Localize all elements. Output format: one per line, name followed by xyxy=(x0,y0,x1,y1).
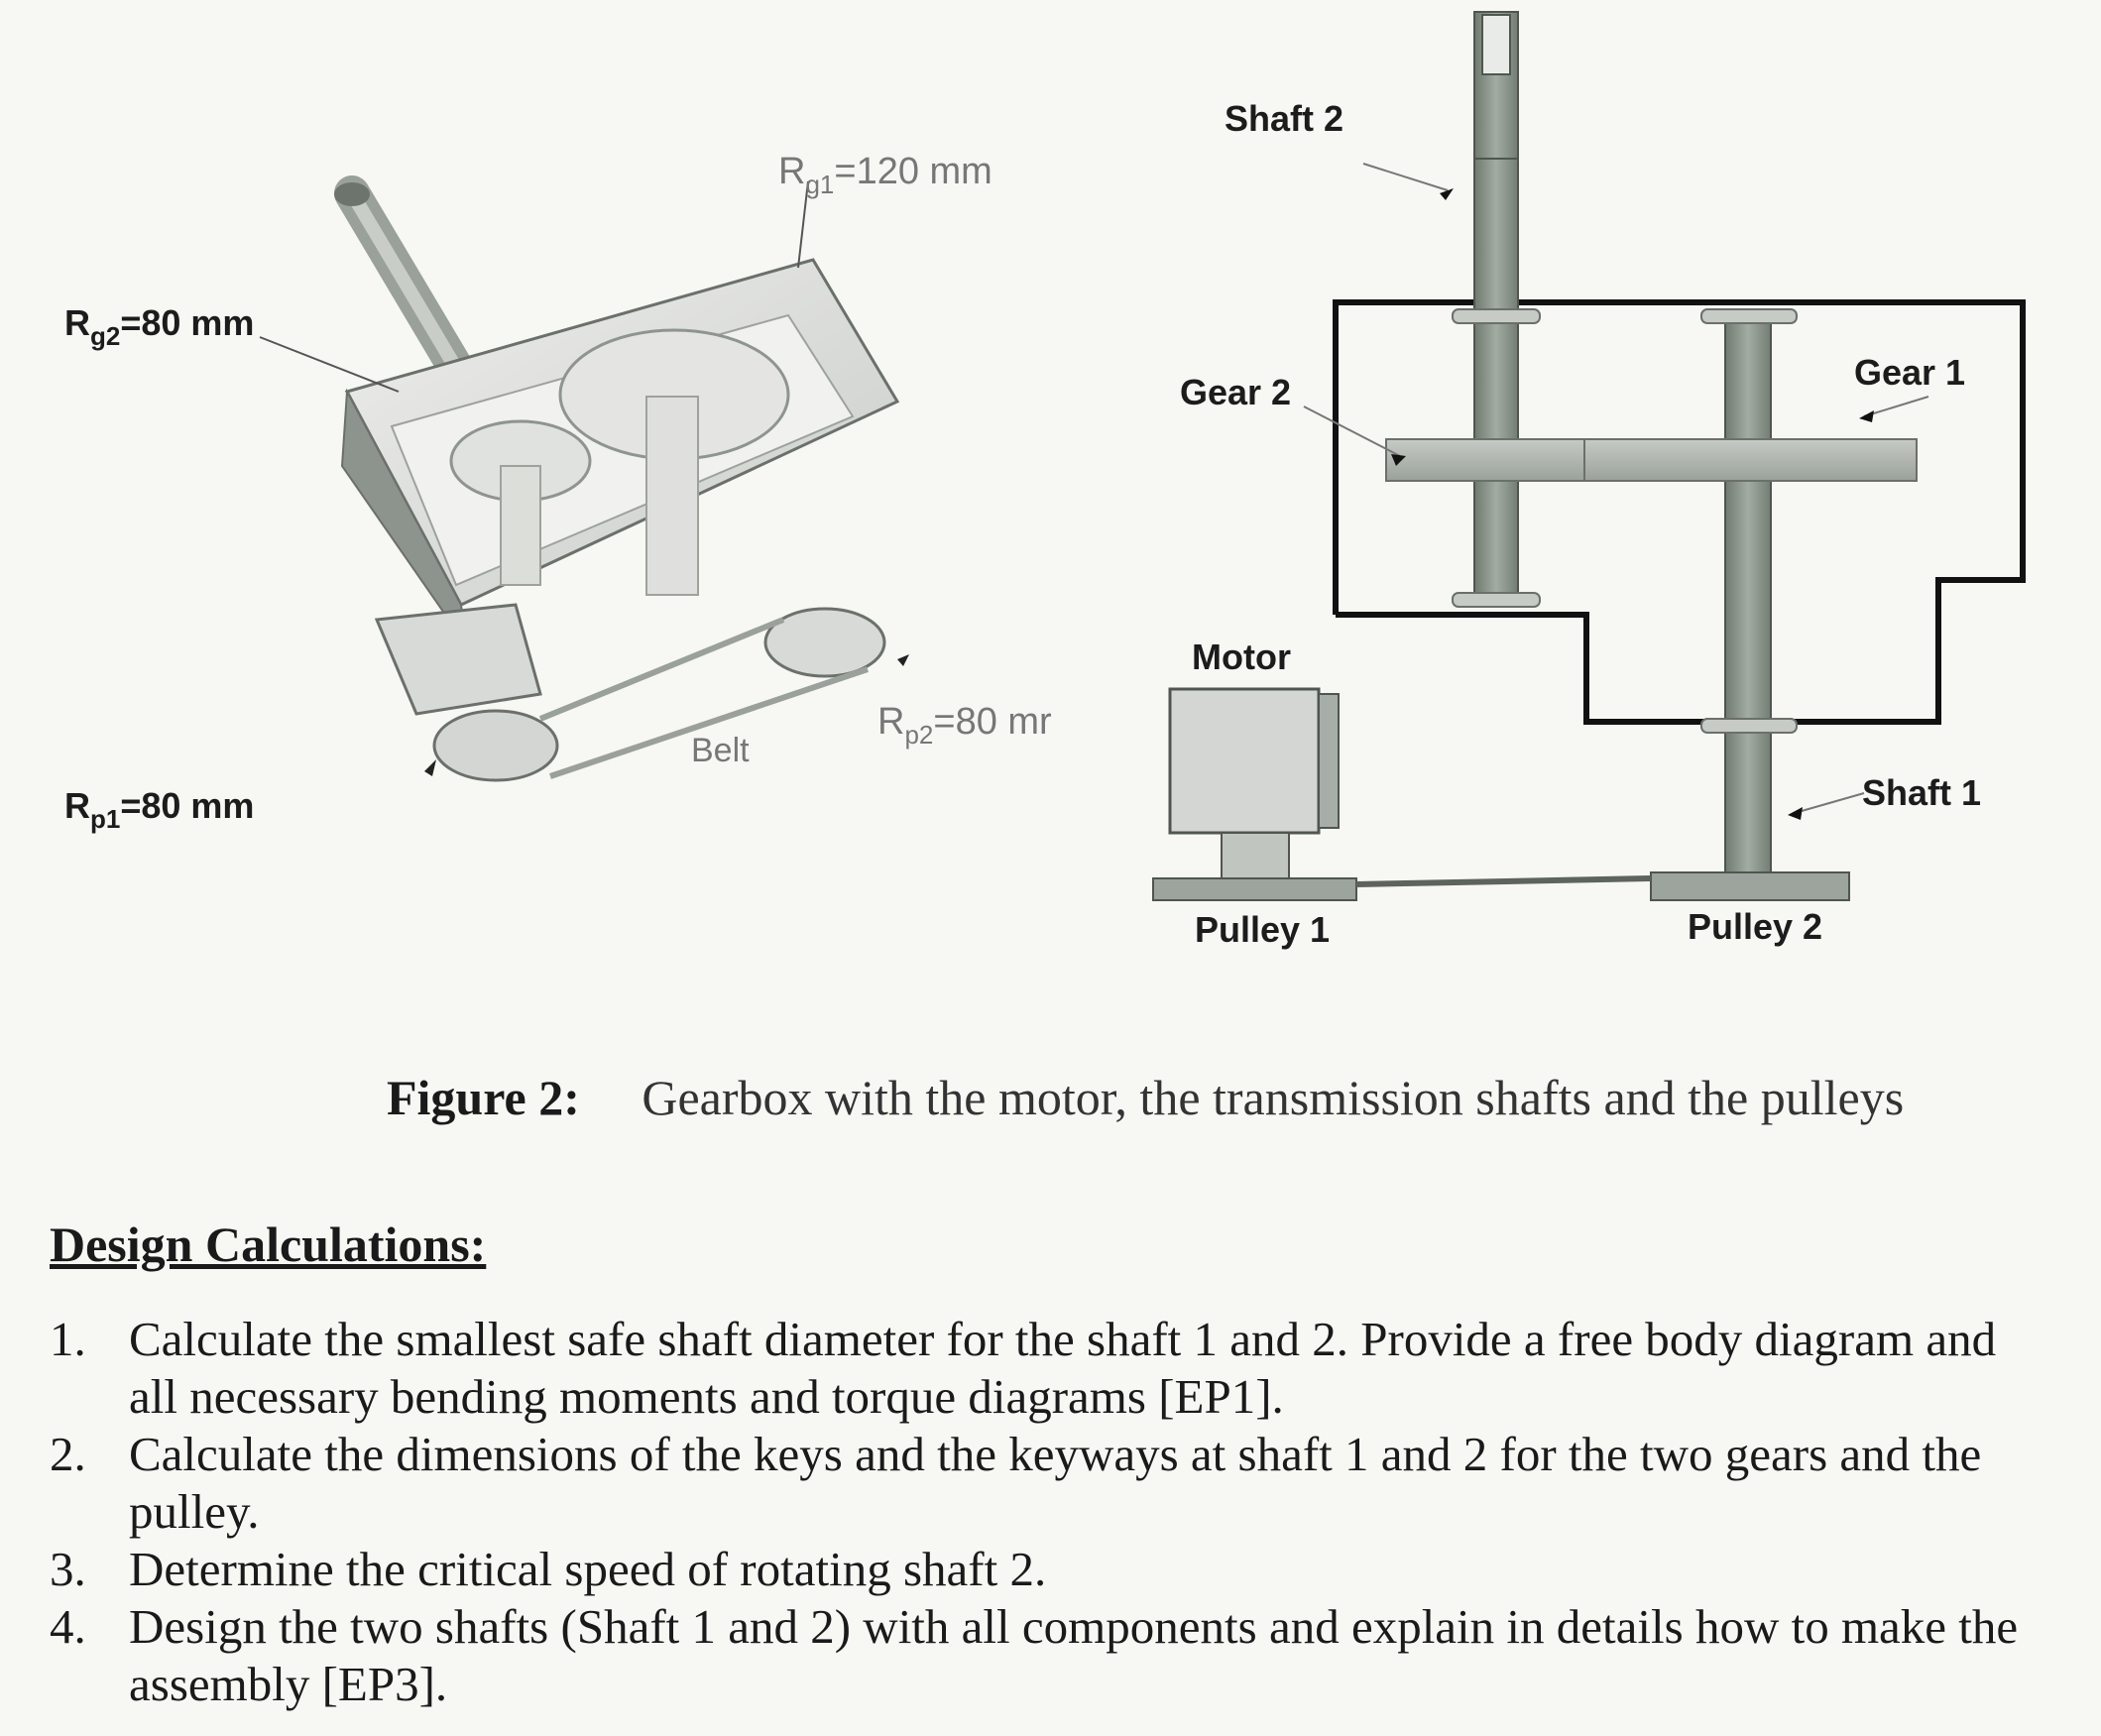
section-title: Design Calculations: xyxy=(50,1216,487,1272)
label-pulley-2: Pulley 2 xyxy=(1688,906,1822,947)
task-list: 1. Calculate the smallest safe shaft diam… xyxy=(50,1311,2033,1713)
schematic-housing xyxy=(1333,299,2026,725)
gearbox-figure: Rg2=80 mm Rg1=120 mm Rp1=80 mm Rp2=80 mr… xyxy=(64,11,2026,950)
schematic-motor xyxy=(1168,687,1321,835)
schematic-gearbox xyxy=(1152,11,2026,901)
task-text: Determine the critical speed of rotating… xyxy=(129,1542,1047,1596)
label-belt: Belt xyxy=(691,732,750,769)
label-rg1: Rg1=120 mm xyxy=(778,151,992,199)
schematic-shaft-2 xyxy=(1473,11,1519,598)
task-number: 1. xyxy=(50,1312,86,1366)
label-rg2: Rg2=80 mm xyxy=(64,302,254,351)
task-item: 2. Calculate the dimensions of the keys a… xyxy=(50,1426,2033,1541)
task-item: 3. Determine the critical speed of rotati… xyxy=(50,1541,2033,1598)
schematic-belt xyxy=(1355,875,1652,887)
task-text: Design the two shafts (Shaft 1 and 2) wi… xyxy=(129,1599,2019,1711)
schematic-pulley-2 xyxy=(1650,871,1850,901)
task-number: 4. xyxy=(50,1599,86,1654)
task-text: Calculate the dimensions of the keys and… xyxy=(129,1427,1982,1539)
iso-pulley-1 xyxy=(432,709,559,782)
schematic-shaft-1 xyxy=(1724,311,1772,873)
label-shaft-2: Shaft 2 xyxy=(1225,98,1343,139)
label-gear-2: Gear 2 xyxy=(1180,372,1291,412)
figure-caption: Figure 2: Gearbox with the motor, the tr… xyxy=(387,1069,2072,1126)
task-number: 3. xyxy=(50,1542,86,1596)
label-gear-1: Gear 1 xyxy=(1854,352,1965,393)
iso-pulley-2 xyxy=(763,607,886,678)
task-item: 4. Design the two shafts (Shaft 1 and 2) … xyxy=(50,1598,2033,1713)
label-motor: Motor xyxy=(1192,637,1291,677)
label-pulley-1: Pulley 1 xyxy=(1195,909,1330,950)
task-text: Calculate the smallest safe shaft diamet… xyxy=(129,1312,1997,1424)
iso-motor xyxy=(374,603,542,716)
schematic-gear-2 xyxy=(1385,438,1610,482)
caption-text: Gearbox with the motor, the transmission… xyxy=(642,1070,1905,1125)
caption-label: Figure 2: xyxy=(387,1070,580,1125)
iso-belt xyxy=(538,617,785,722)
task-item: 1. Calculate the smallest safe shaft diam… xyxy=(50,1311,2033,1426)
isometric-gearbox xyxy=(259,175,909,782)
label-shaft-1: Shaft 1 xyxy=(1862,772,1981,813)
schematic-pulley-1 xyxy=(1152,877,1357,901)
task-number: 2. xyxy=(50,1427,86,1481)
schematic-gear-1 xyxy=(1583,438,1918,482)
label-rp2: Rp2=80 mr xyxy=(877,701,1052,750)
label-rp1: Rp1=80 mm xyxy=(64,785,254,834)
